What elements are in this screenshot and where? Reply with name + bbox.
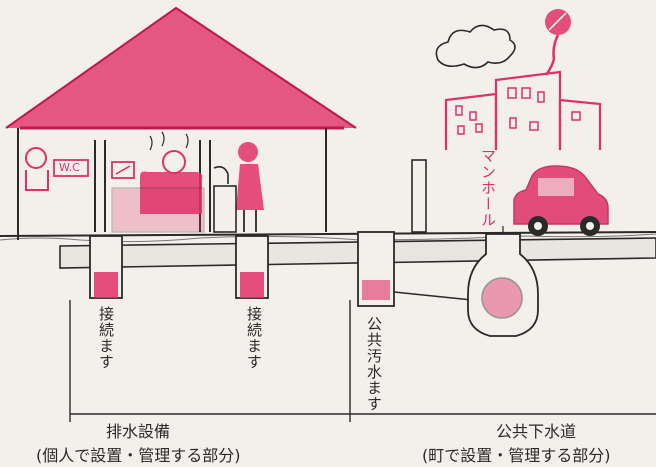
connection-box-1 xyxy=(89,235,123,299)
connection-box-2-label: 接続ます xyxy=(245,306,263,370)
public-sewage-box xyxy=(357,231,473,307)
house-roof xyxy=(5,6,357,130)
bathtub xyxy=(111,187,205,233)
manhole-label: マンホール xyxy=(479,148,497,228)
drainage-title: 排水設備 xyxy=(106,422,171,441)
connection-box-1-label: 接続ます xyxy=(97,306,115,370)
window-icon xyxy=(111,161,135,179)
dimension-lines xyxy=(69,300,656,422)
car-icon xyxy=(513,165,609,236)
manhole xyxy=(467,226,539,337)
person-kitchen-icon xyxy=(213,142,264,233)
person-bath-icon xyxy=(140,131,203,214)
cloud-icon xyxy=(435,24,516,69)
sewer-subtitle: (町で設置・管理する部分) xyxy=(422,446,611,465)
house-walls xyxy=(17,128,327,240)
pole xyxy=(411,159,427,233)
city-buildings xyxy=(444,70,602,150)
balloon-icon xyxy=(544,9,571,76)
wc-sign xyxy=(53,159,89,177)
public-box-label: 公共汚水ます xyxy=(365,316,383,412)
person-toilet-icon xyxy=(25,147,49,191)
sewer-title: 公共下水道 xyxy=(496,422,577,441)
wc-sign-label: W.C xyxy=(59,161,80,174)
drainage-subtitle: (個人で設置・管理する部分) xyxy=(36,446,241,465)
connection-box-2 xyxy=(235,235,269,299)
